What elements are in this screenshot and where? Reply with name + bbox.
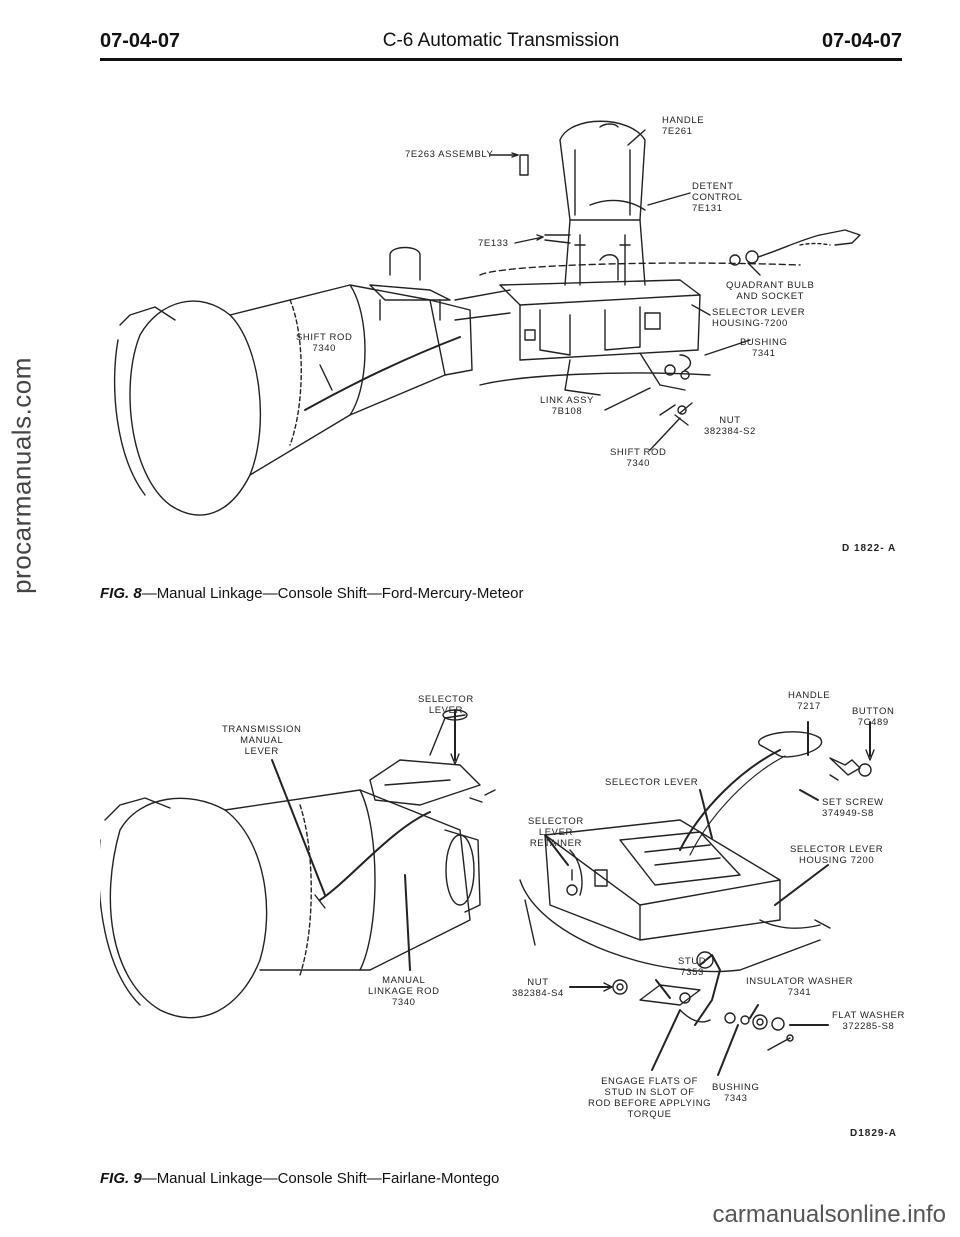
label-quadrant-line1: QUADRANT BULB: [726, 280, 815, 291]
label-selector-housing: SELECTOR LEVER HOUSING-7200: [712, 307, 805, 329]
label-shift-rod-left-number: 7340: [312, 343, 336, 354]
label-assembly: 7E263 ASSEMBLY: [405, 149, 494, 160]
label-bushing-number: 7341: [751, 348, 776, 359]
label-shift-rod-bottom: SHIFT ROD 7340: [610, 447, 666, 469]
label-stud: STUD 7353: [678, 956, 706, 978]
label-manual-rod-number: 7340: [392, 997, 416, 1008]
label-quadrant-bulb: QUADRANT BULB AND SOCKET: [726, 280, 814, 302]
label-set-screw-name: SET SCREW: [822, 797, 884, 808]
label-shift-rod-bottom-number: 7340: [626, 458, 650, 469]
drawing-id-fig8: D 1822- A: [842, 543, 897, 554]
label-trans-manual-line2: MANUAL: [240, 735, 284, 746]
label-detent-line1: DETENT: [692, 181, 734, 192]
label-handle-name: HANDLE: [788, 690, 831, 701]
label-set-screw: SET SCREW 374949-S8: [822, 797, 884, 819]
page-title: C-6 Automatic Transmission: [382, 30, 620, 51]
figure-8-number: FIG. 8: [100, 585, 142, 602]
label-stud-name: STUD: [678, 956, 707, 967]
label-shift-rod-left: SHIFT ROD 7340: [296, 332, 352, 354]
label-selector-lever-top: SELECTOR LEVER: [418, 694, 474, 716]
figure-8-caption: FIG. 8—Manual Linkage—Console Shift—Ford…: [100, 585, 524, 602]
label-engage-line4: TORQUE: [627, 1109, 672, 1120]
label-insulator-name: INSULATOR WASHER: [746, 976, 854, 987]
label-stud-number: 7353: [680, 967, 704, 978]
label-7e133: 7E133: [478, 238, 509, 249]
label-bushing: BUSHING 7341: [740, 337, 787, 359]
label-detent-line2: CONTROL: [692, 192, 743, 203]
label-selector-lever-retainer: SELECTOR LEVER RETAINER: [528, 816, 584, 849]
label-insulator-number: 7341: [787, 987, 812, 998]
label-nut-number: 382384-S4: [512, 988, 564, 999]
label-selector-lever-top-line2: LEVER: [428, 705, 463, 716]
label-housing-number: HOUSING 7200: [798, 855, 875, 866]
label-selector-housing-line2: HOUSING-7200: [712, 318, 788, 329]
label-bushing-name: BUSHING: [712, 1082, 760, 1093]
label-transmission-manual-lever: TRANSMISSION MANUAL LEVER: [222, 724, 302, 757]
figure-9-caption-text: —Manual Linkage—Console Shift—Fairlane-M…: [141, 1170, 500, 1187]
bottom-watermark: carmanualsonline.info: [712, 1201, 946, 1228]
label-button: BUTTON 7C489: [852, 706, 894, 728]
label-selector-housing-line1: SELECTOR LEVER: [712, 307, 806, 318]
label-housing-name: SELECTOR LEVER: [790, 844, 884, 855]
label-set-screw-number: 374949-S8: [822, 808, 874, 819]
label-retainer-line2: LEVER: [538, 827, 573, 838]
page-number-right: 07-04-07: [821, 30, 902, 52]
label-button-name: BUTTON: [852, 706, 895, 717]
label-detent-control: DETENT CONTROL 7E131: [692, 181, 743, 214]
label-detent-number: 7E131: [692, 203, 723, 214]
label-bushing-number: 7343: [723, 1093, 748, 1104]
label-bushing: BUSHING 7343: [712, 1082, 759, 1104]
label-engage-flats-note: ENGAGE FLATS OF STUD IN SLOT OF ROD BEFO…: [588, 1076, 711, 1120]
label-manual-rod-line1: MANUAL: [382, 975, 426, 986]
label-bushing-name: BUSHING: [740, 337, 788, 348]
figure-8: HANDLE 7E261 7E263 ASSEMBLY DETENT CONTR…: [100, 85, 900, 555]
label-engage-line3: ROD BEFORE APPLYING: [588, 1098, 712, 1109]
label-link-assy-number: 7B108: [551, 406, 583, 417]
label-engage-line2: STUD IN SLOT OF: [604, 1087, 695, 1098]
side-watermark: procarmanuals.com: [6, 357, 37, 594]
label-button-number: 7C489: [857, 717, 889, 728]
label-selector-lever-top-line1: SELECTOR: [418, 694, 474, 705]
label-handle-number: 7217: [797, 701, 821, 712]
label-link-assy: LINK ASSY 7B108: [540, 395, 594, 417]
figure-8-illustration: [113, 120, 861, 516]
label-nut: NUT 382384-S4: [512, 977, 564, 999]
label-retainer-line1: SELECTOR: [528, 816, 584, 827]
label-shift-rod-bottom-name: SHIFT ROD: [610, 447, 667, 458]
drawing-id-fig9: D1829-A: [850, 1128, 898, 1139]
label-trans-manual-line1: TRANSMISSION: [222, 724, 302, 735]
figure-9: SELECTOR LEVER TRANSMISSION MANUAL LEVER…: [100, 680, 904, 1140]
label-handle: HANDLE 7E261: [662, 115, 704, 137]
label-shift-rod-left-name: SHIFT ROD: [296, 332, 353, 343]
label-nut: NUT 382384-S2: [704, 415, 756, 437]
label-selector-lever-housing: SELECTOR LEVER HOUSING 7200: [790, 844, 883, 866]
label-link-assy-name: LINK ASSY: [540, 395, 594, 406]
figure-9-caption: FIG. 9—Manual Linkage—Console Shift—Fair…: [100, 1170, 499, 1187]
figure-9-illustration: [100, 709, 875, 1076]
label-trans-manual-line3: LEVER: [244, 746, 279, 757]
label-nut-name: NUT: [719, 415, 741, 426]
label-flat-washer-number: 372285-S8: [842, 1021, 895, 1032]
label-nut-name: NUT: [527, 977, 549, 988]
label-retainer-line3: RETAINER: [529, 838, 582, 849]
label-manual-linkage-rod: MANUAL LINKAGE ROD 7340: [368, 975, 440, 1008]
page-number-left: 07-04-07: [100, 30, 181, 52]
label-nut-number: 382384-S2: [704, 426, 756, 437]
figure-8-caption-text: —Manual Linkage—Console Shift—Ford-Mercu…: [141, 585, 524, 602]
label-handle-number: 7E261: [662, 126, 693, 137]
figure-9-number: FIG. 9: [100, 1170, 142, 1187]
label-handle-name: HANDLE: [662, 115, 705, 126]
label-engage-line1: ENGAGE FLATS OF: [601, 1076, 699, 1087]
label-flat-washer-name: FLAT WASHER: [832, 1010, 905, 1021]
label-flat-washer: FLAT WASHER 372285-S8: [832, 1010, 905, 1032]
page-header: 07-04-07 C-6 Automatic Transmission 07-0…: [100, 28, 902, 61]
label-quadrant-line2: AND SOCKET: [736, 291, 805, 302]
label-handle: HANDLE 7217: [788, 690, 830, 712]
label-selector-lever-mid: SELECTOR LEVER: [605, 777, 699, 788]
label-insulator-washer: INSULATOR WASHER 7341: [746, 976, 853, 998]
label-manual-rod-line2: LINKAGE ROD: [368, 986, 440, 997]
